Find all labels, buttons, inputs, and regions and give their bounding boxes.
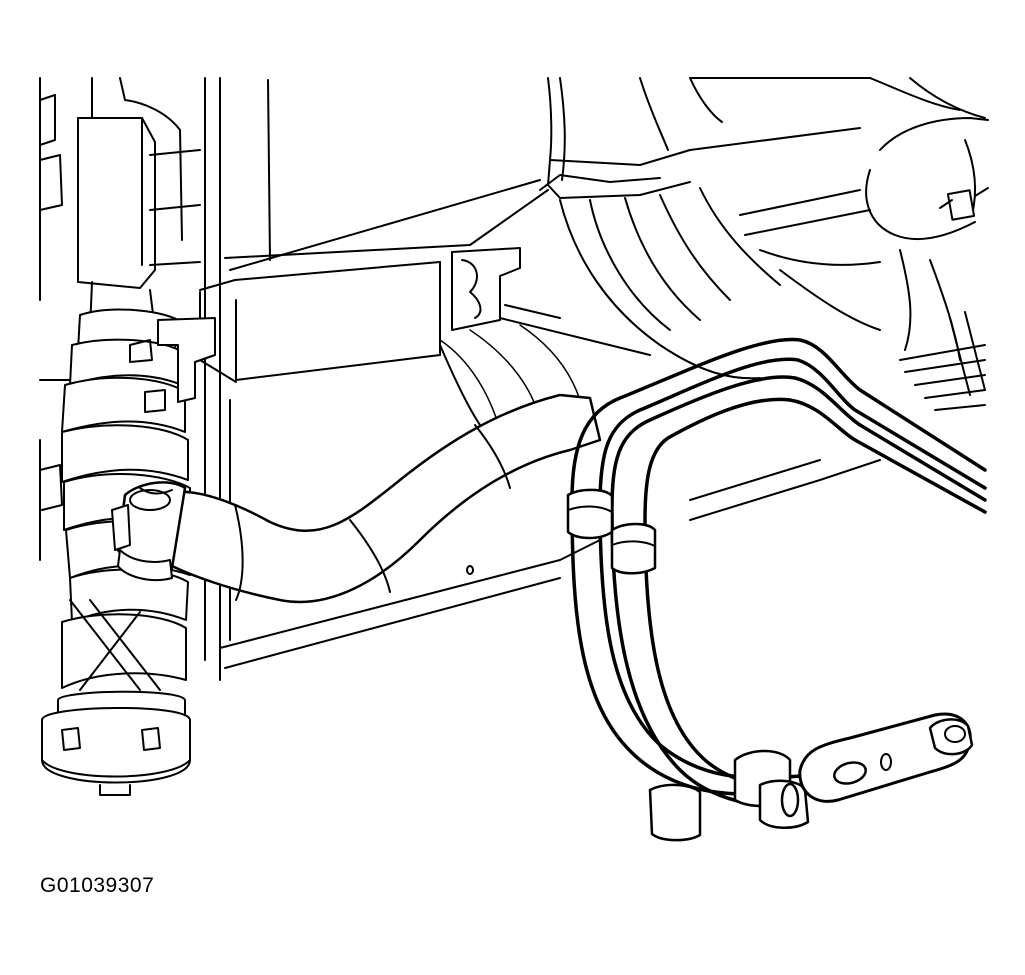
radiator-hose [112, 345, 600, 602]
cooler-lines [568, 340, 985, 841]
figure-id-label: G01039307 [40, 874, 155, 897]
fan-shroud [540, 78, 988, 410]
radiator-end-tank [40, 78, 215, 795]
